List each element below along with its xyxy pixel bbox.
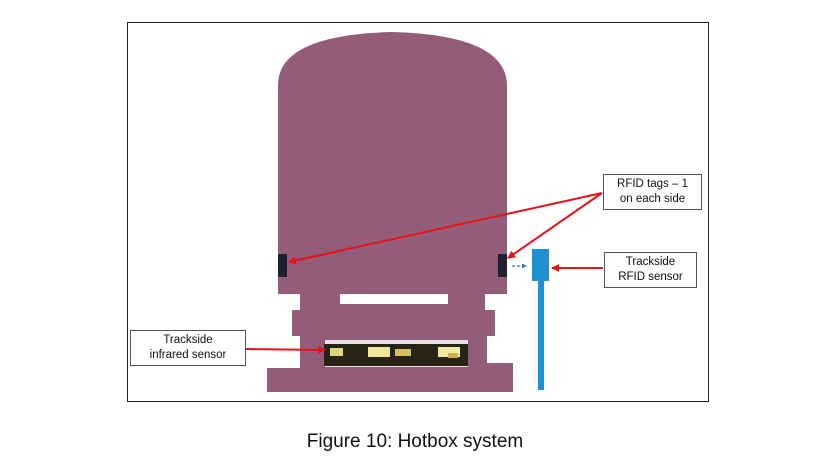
label-rfid-sensor-line1: Trackside: [625, 256, 676, 268]
vehicle-gap: [340, 294, 448, 304]
rfid-tag-left: [278, 254, 287, 277]
rfid-sensor-head: [532, 249, 549, 281]
label-rfid-sensor-line2: RFID sensor: [618, 271, 683, 283]
arrow-rfid-tags-right: [507, 192, 603, 259]
label-infrared-sensor-line1: Trackside: [163, 334, 213, 346]
figure-caption: Figure 10: Hotbox system: [306, 431, 524, 452]
label-trackside-infrared-sensor: Trackside infrared sensor: [130, 330, 246, 366]
label-rfid-tags: RFID tags – 1 on each side: [603, 174, 702, 210]
label-infrared-sensor-line2: infrared sensor: [149, 349, 227, 361]
arrow-rfid-tags-left: [288, 192, 603, 265]
arrow-infrared-sensor: [245, 345, 326, 354]
vehicle-car-body: [278, 32, 507, 294]
label-rfid-tags-line1: RFID tags – 1: [617, 178, 688, 190]
label-rfid-tags-line2: on each side: [619, 193, 686, 205]
infrared-sensor-lights: [330, 347, 460, 358]
rfid-sensor-pole: [538, 281, 544, 390]
rfid-tag-right: [498, 254, 507, 277]
label-trackside-rfid-sensor: Trackside RFID sensor: [604, 252, 697, 288]
